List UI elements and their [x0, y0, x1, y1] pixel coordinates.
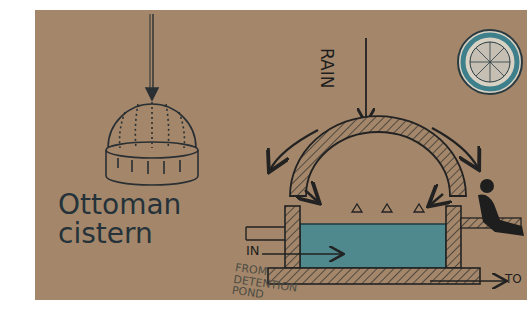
rain-arrow: [365, 38, 367, 122]
inlet-label: IN: [246, 244, 276, 258]
plan-circle: [458, 30, 522, 94]
arch-roof: [290, 116, 466, 196]
inlet-pipe: [246, 227, 342, 254]
outlet-label: TO: [505, 273, 527, 286]
outlet-arrow: [430, 280, 505, 282]
photo-margin: [0, 300, 527, 325]
ottoman-dome-sketch: [106, 14, 198, 185]
seated-person: [478, 179, 524, 236]
runoff-arrows: [270, 128, 478, 205]
cardboard-background: [35, 10, 527, 300]
vent-marks: [352, 204, 424, 212]
rain-label: RAIN: [317, 48, 335, 118]
cistern-title: Ottoman cistern: [58, 190, 208, 249]
